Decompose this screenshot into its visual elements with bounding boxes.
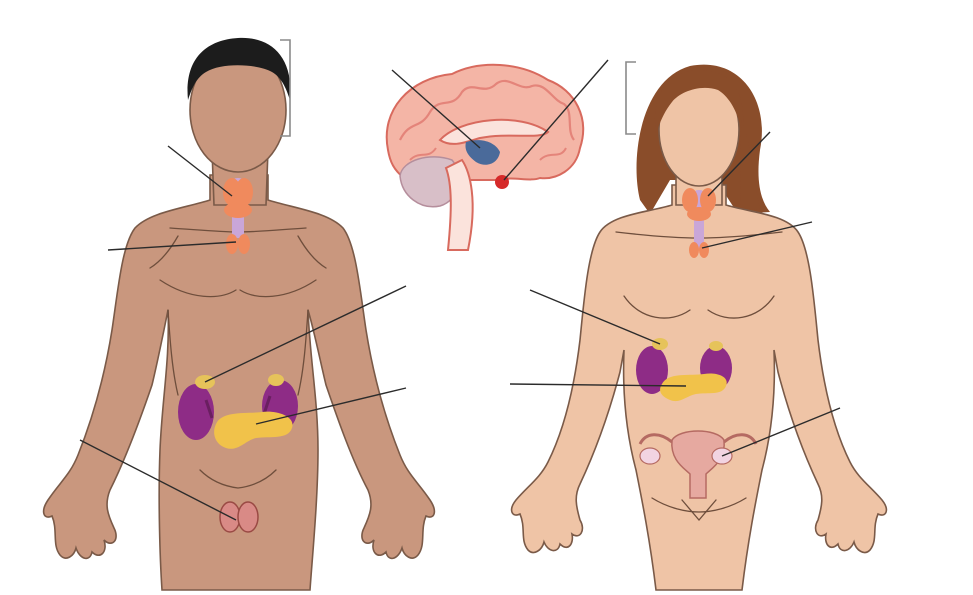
female-uterus-ovaries [638,430,758,499]
male-thyroid [223,178,253,254]
leader-male-thymus [107,241,237,251]
male-head-bracket [280,39,291,137]
leader-male-adrenal [204,285,407,383]
brain-hypothalamus [465,140,500,165]
leader-male-thyroid [167,145,233,197]
leader-hypothalamus [391,69,481,149]
leader-female-pancreas [509,383,687,387]
leader-lines [79,59,841,521]
male-pancreas [214,411,293,449]
leader-female-ovary [721,407,841,457]
female-figure [510,64,888,591]
female-hair-front [655,70,744,134]
leader-pituitary [503,59,609,181]
female-pancreas [660,373,727,402]
male-hair [187,37,291,100]
leader-male-pancreas [255,387,407,425]
male-body [42,174,436,591]
leader-female-thyroid [707,131,771,197]
leader-female-thymus [701,221,813,249]
male-figure [42,37,436,591]
female-thyroid [682,188,716,258]
leader-female-adrenal [529,289,661,345]
brain-sagittal [385,63,585,251]
leader-male-testes [79,439,237,521]
female-head-bracket [625,61,636,135]
